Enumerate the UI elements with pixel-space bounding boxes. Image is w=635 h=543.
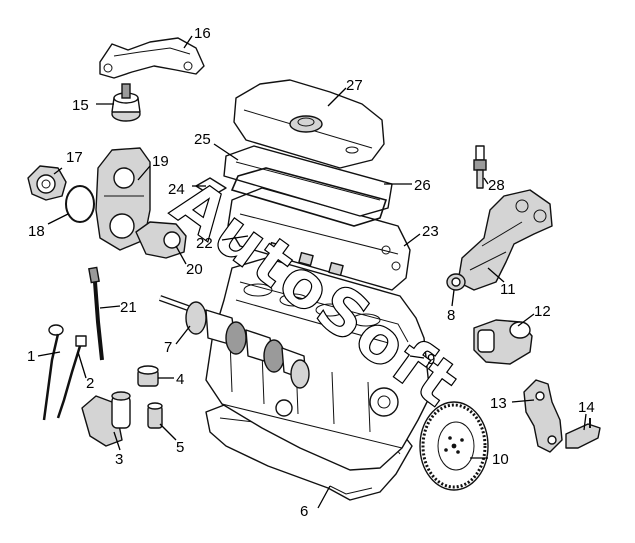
engine-block: [205, 257, 431, 471]
callout-16: 16: [194, 25, 211, 42]
part-2-sensor-wire: [56, 335, 87, 419]
part-3-oil-filter-housing: [81, 391, 131, 447]
part-5-small-plug: [147, 402, 163, 429]
callout-25: 25: [194, 131, 211, 148]
callout-12: 12: [534, 303, 551, 320]
part-17-water-pump: [27, 165, 67, 201]
part-19-timing-cover: [95, 147, 151, 251]
callout-26: 26: [414, 177, 431, 194]
callout-numbers: 1 2 3 4 5 6 7 8 9 10 11 12 13 14 15 16 1…: [27, 25, 595, 520]
callout-2: 2: [86, 375, 94, 392]
part-16-mount-bracket: [99, 37, 205, 79]
callout-1: 1: [27, 348, 35, 365]
part-20-thermostat-housing: [135, 221, 187, 259]
callout-10: 10: [492, 451, 509, 468]
part-21-dipstick: [88, 266, 104, 361]
part-24-gasket-strip: [195, 177, 227, 197]
leader-lines: [37, 35, 587, 509]
callout-13: 13: [490, 395, 507, 412]
callout-14: 14: [578, 399, 595, 416]
callout-23: 23: [422, 223, 439, 240]
part-12-starter-motor: [473, 319, 533, 365]
part-15-engine-mount: [111, 83, 141, 122]
callout-7: 7: [164, 339, 172, 356]
callout-21: 21: [120, 299, 137, 316]
callout-4: 4: [176, 371, 184, 388]
part-10-flywheel: [419, 401, 489, 491]
callout-24: 24: [168, 181, 185, 198]
callout-20: 20: [186, 261, 203, 278]
callout-5: 5: [176, 439, 184, 456]
callout-22: 22: [196, 235, 213, 252]
callout-27: 27: [346, 77, 363, 94]
part-8-sensor: [446, 273, 466, 291]
part-7-crankshaft: [158, 295, 310, 389]
part-4-sensor-plug: [137, 365, 159, 387]
part-1-sensor-wire: [42, 324, 64, 421]
part-26-seal-ring: [230, 167, 388, 227]
callout-6: 6: [300, 503, 308, 520]
part-11-intake-manifold: [457, 189, 553, 291]
callout-15: 15: [72, 97, 89, 114]
callout-9: 9: [427, 351, 435, 368]
part-13-alternator-bracket: [523, 379, 563, 453]
callout-17: 17: [66, 149, 83, 166]
part-18-gasket-ring: [65, 185, 95, 223]
part-27-valve-cover: [233, 79, 385, 169]
callout-8: 8: [447, 307, 455, 324]
callout-18: 18: [28, 223, 45, 240]
part-14-tensioner: [565, 418, 601, 449]
callout-28: 28: [488, 177, 505, 194]
callout-19: 19: [152, 153, 169, 170]
part-28-spark-plug: [473, 145, 487, 189]
callout-3: 3: [115, 451, 123, 468]
callout-11: 11: [500, 281, 516, 298]
part-25-valve-cover-gasket: [223, 145, 393, 217]
